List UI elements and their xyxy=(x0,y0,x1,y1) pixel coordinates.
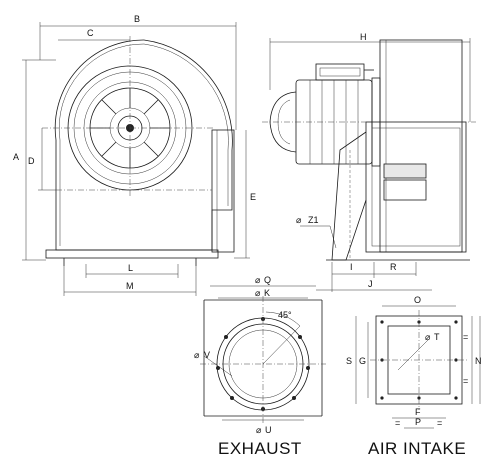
dim-dia-t: ⌀ xyxy=(425,332,431,342)
caption-air-intake: AIR INTAKE xyxy=(368,439,466,458)
exhaust-view xyxy=(200,296,326,424)
dim-label-e: E xyxy=(250,192,256,202)
dim-label-k: K xyxy=(264,288,270,298)
exhaust-dimensions: ⌀ Q ⌀ K 45° ⌀ V ⌀ U xyxy=(194,275,316,435)
dim-label-r: R xyxy=(390,262,397,272)
dim-label-c: C xyxy=(87,28,94,38)
dim-label-d: D xyxy=(28,156,35,166)
dim-eq-3: = xyxy=(395,418,400,428)
dim-eq-2: = xyxy=(463,376,468,386)
front-view-dimensions: B C A D E L M xyxy=(13,14,256,296)
front-view xyxy=(42,36,235,266)
dim-label-b: B xyxy=(134,14,140,24)
dim-label-angle: 45° xyxy=(278,310,292,320)
dim-label-z1: Z1 xyxy=(308,215,319,225)
dim-eq-4: = xyxy=(437,418,442,428)
dim-label-o: O xyxy=(414,295,421,305)
side-view-dimensions: H ⌀ Z1 I R J xyxy=(269,32,471,292)
intake-dimensions: O S G ⌀ T = = N F P = = xyxy=(346,295,482,429)
dim-eq-1: = xyxy=(463,332,468,342)
dim-label-q: Q xyxy=(264,275,271,285)
intake-view xyxy=(370,310,468,410)
dim-label-h: H xyxy=(360,32,367,42)
dim-label-i: I xyxy=(350,262,353,272)
dim-label-m: M xyxy=(126,281,134,291)
dim-label-g: G xyxy=(359,356,366,366)
side-view xyxy=(262,39,476,261)
dim-dia-z1: ⌀ xyxy=(296,215,302,225)
dim-dia-u: ⌀ xyxy=(256,425,262,435)
dim-label-v: V xyxy=(204,350,210,360)
dim-label-n: N xyxy=(475,356,482,366)
dim-label-p: P xyxy=(415,417,421,427)
dim-label-u: U xyxy=(265,425,272,435)
dim-label-j: J xyxy=(368,279,373,289)
dim-dia-k: ⌀ xyxy=(255,288,261,298)
dim-label-s: S xyxy=(346,356,352,366)
dim-label-t: T xyxy=(434,332,440,342)
dim-label-f: F xyxy=(415,407,421,417)
dim-label-a: A xyxy=(13,152,19,162)
dim-dia-v: ⌀ xyxy=(194,350,200,360)
caption-exhaust: EXHAUST xyxy=(218,439,302,458)
dim-dia-q: ⌀ xyxy=(255,275,261,285)
dim-label-l: L xyxy=(128,263,133,273)
